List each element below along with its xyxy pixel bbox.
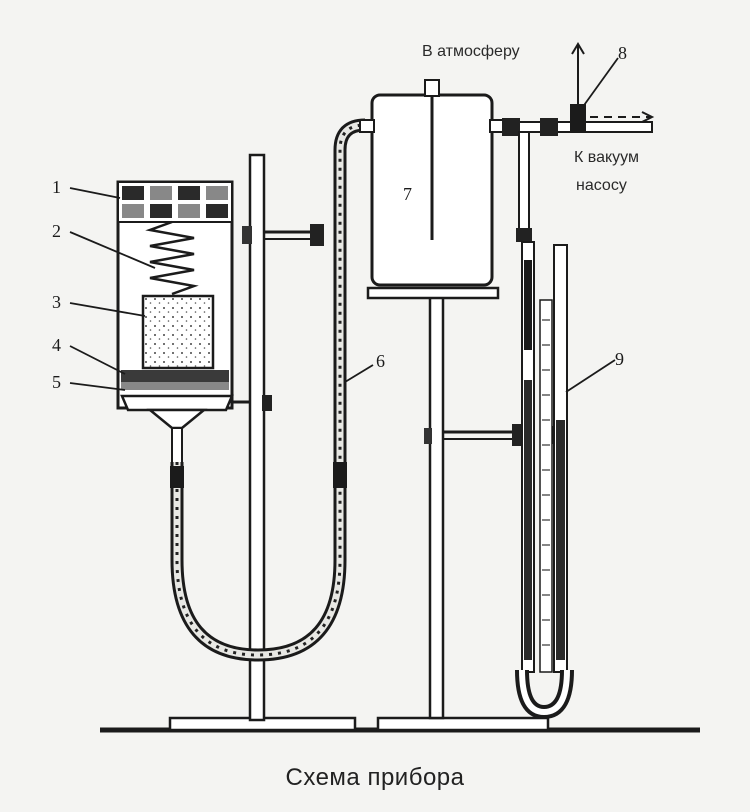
label-vacuum-line2: насосу [576,177,627,194]
label-1: 1 [52,177,61,197]
label-vacuum-line1: К вакуум [574,149,639,166]
label-9: 9 [615,349,624,369]
rubber-tube [170,118,366,662]
bottle-7 [359,79,505,287]
label-atmosphere: В атмосферу [422,43,520,60]
label-5: 5 [52,372,61,392]
sample-vessel [116,180,234,469]
label-6: 6 [376,351,385,371]
label-8: 8 [618,43,627,63]
label-7: 7 [403,184,412,204]
vacuum-line [502,42,655,242]
figure-caption: Схема прибора [285,764,465,791]
label-4: 4 [52,335,61,355]
label-2: 2 [52,221,61,241]
manometer-9 [515,241,574,720]
leader-lines [69,57,619,393]
label-3: 3 [52,292,61,312]
